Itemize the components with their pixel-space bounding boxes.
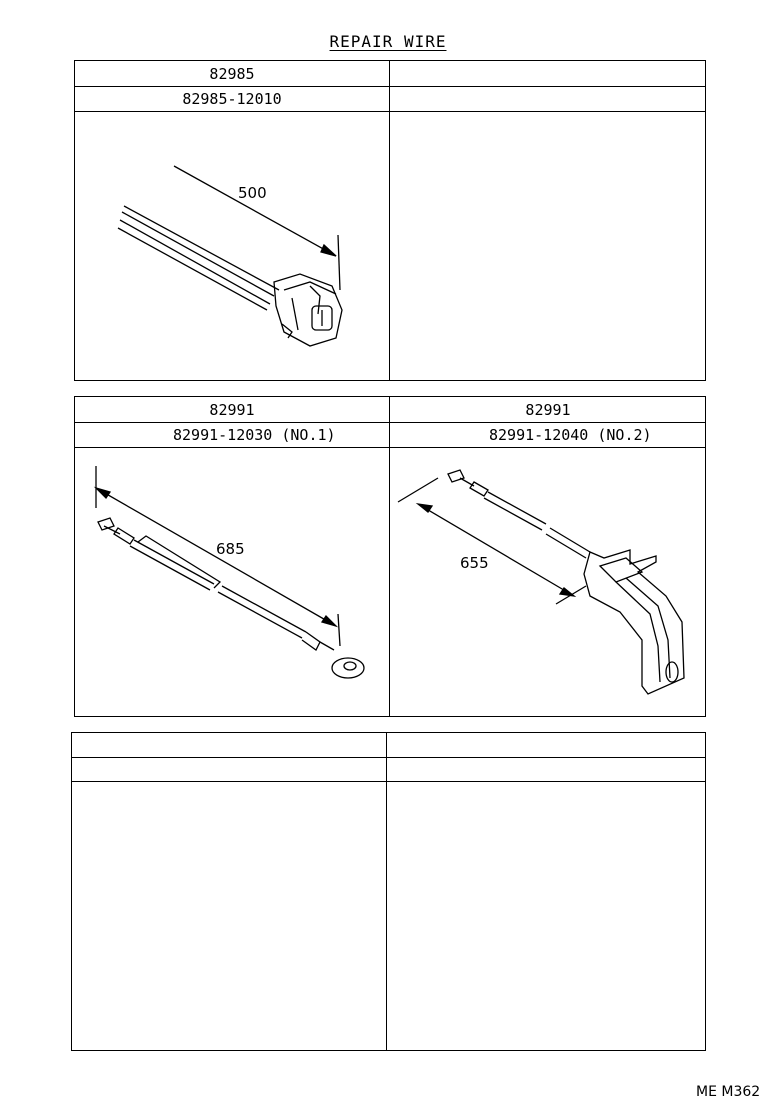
- parts-table-2: 82991 82991-12030 (NO.1) 82991 82991-120…: [74, 396, 706, 717]
- part-number: 82991: [525, 401, 571, 419]
- dimension-label: 655: [460, 554, 489, 572]
- row-divider: [72, 781, 705, 782]
- part-number: 82985: [209, 65, 255, 83]
- parts-table-1: 82985 82985-12010: [74, 60, 706, 381]
- parts-table-3: [71, 732, 706, 1051]
- column-divider: [389, 61, 390, 380]
- part-code: 82991-12030 (NO.1): [173, 426, 336, 444]
- column-divider: [389, 397, 390, 716]
- column-divider: [386, 733, 387, 1050]
- wire-connector-illustration: 500: [117, 165, 343, 347]
- row-divider: [75, 111, 705, 112]
- part-code: 82985-12010: [182, 90, 282, 108]
- part-number: 82991: [209, 401, 255, 419]
- dimension-label: 685: [216, 540, 245, 558]
- part-code: 82991-12040 (NO.2): [489, 426, 652, 444]
- dimension-label: 500: [238, 184, 267, 202]
- page-code: ME M362: [696, 1084, 761, 1100]
- ring-terminal-wire-illustration: 685: [93, 466, 365, 679]
- row-divider: [75, 422, 705, 423]
- page-title: REPAIR WIRE: [329, 32, 447, 51]
- bracket-wire-illustration: 655: [397, 469, 685, 695]
- row-divider: [72, 757, 705, 758]
- row-divider: [75, 86, 705, 87]
- row-divider: [75, 447, 705, 448]
